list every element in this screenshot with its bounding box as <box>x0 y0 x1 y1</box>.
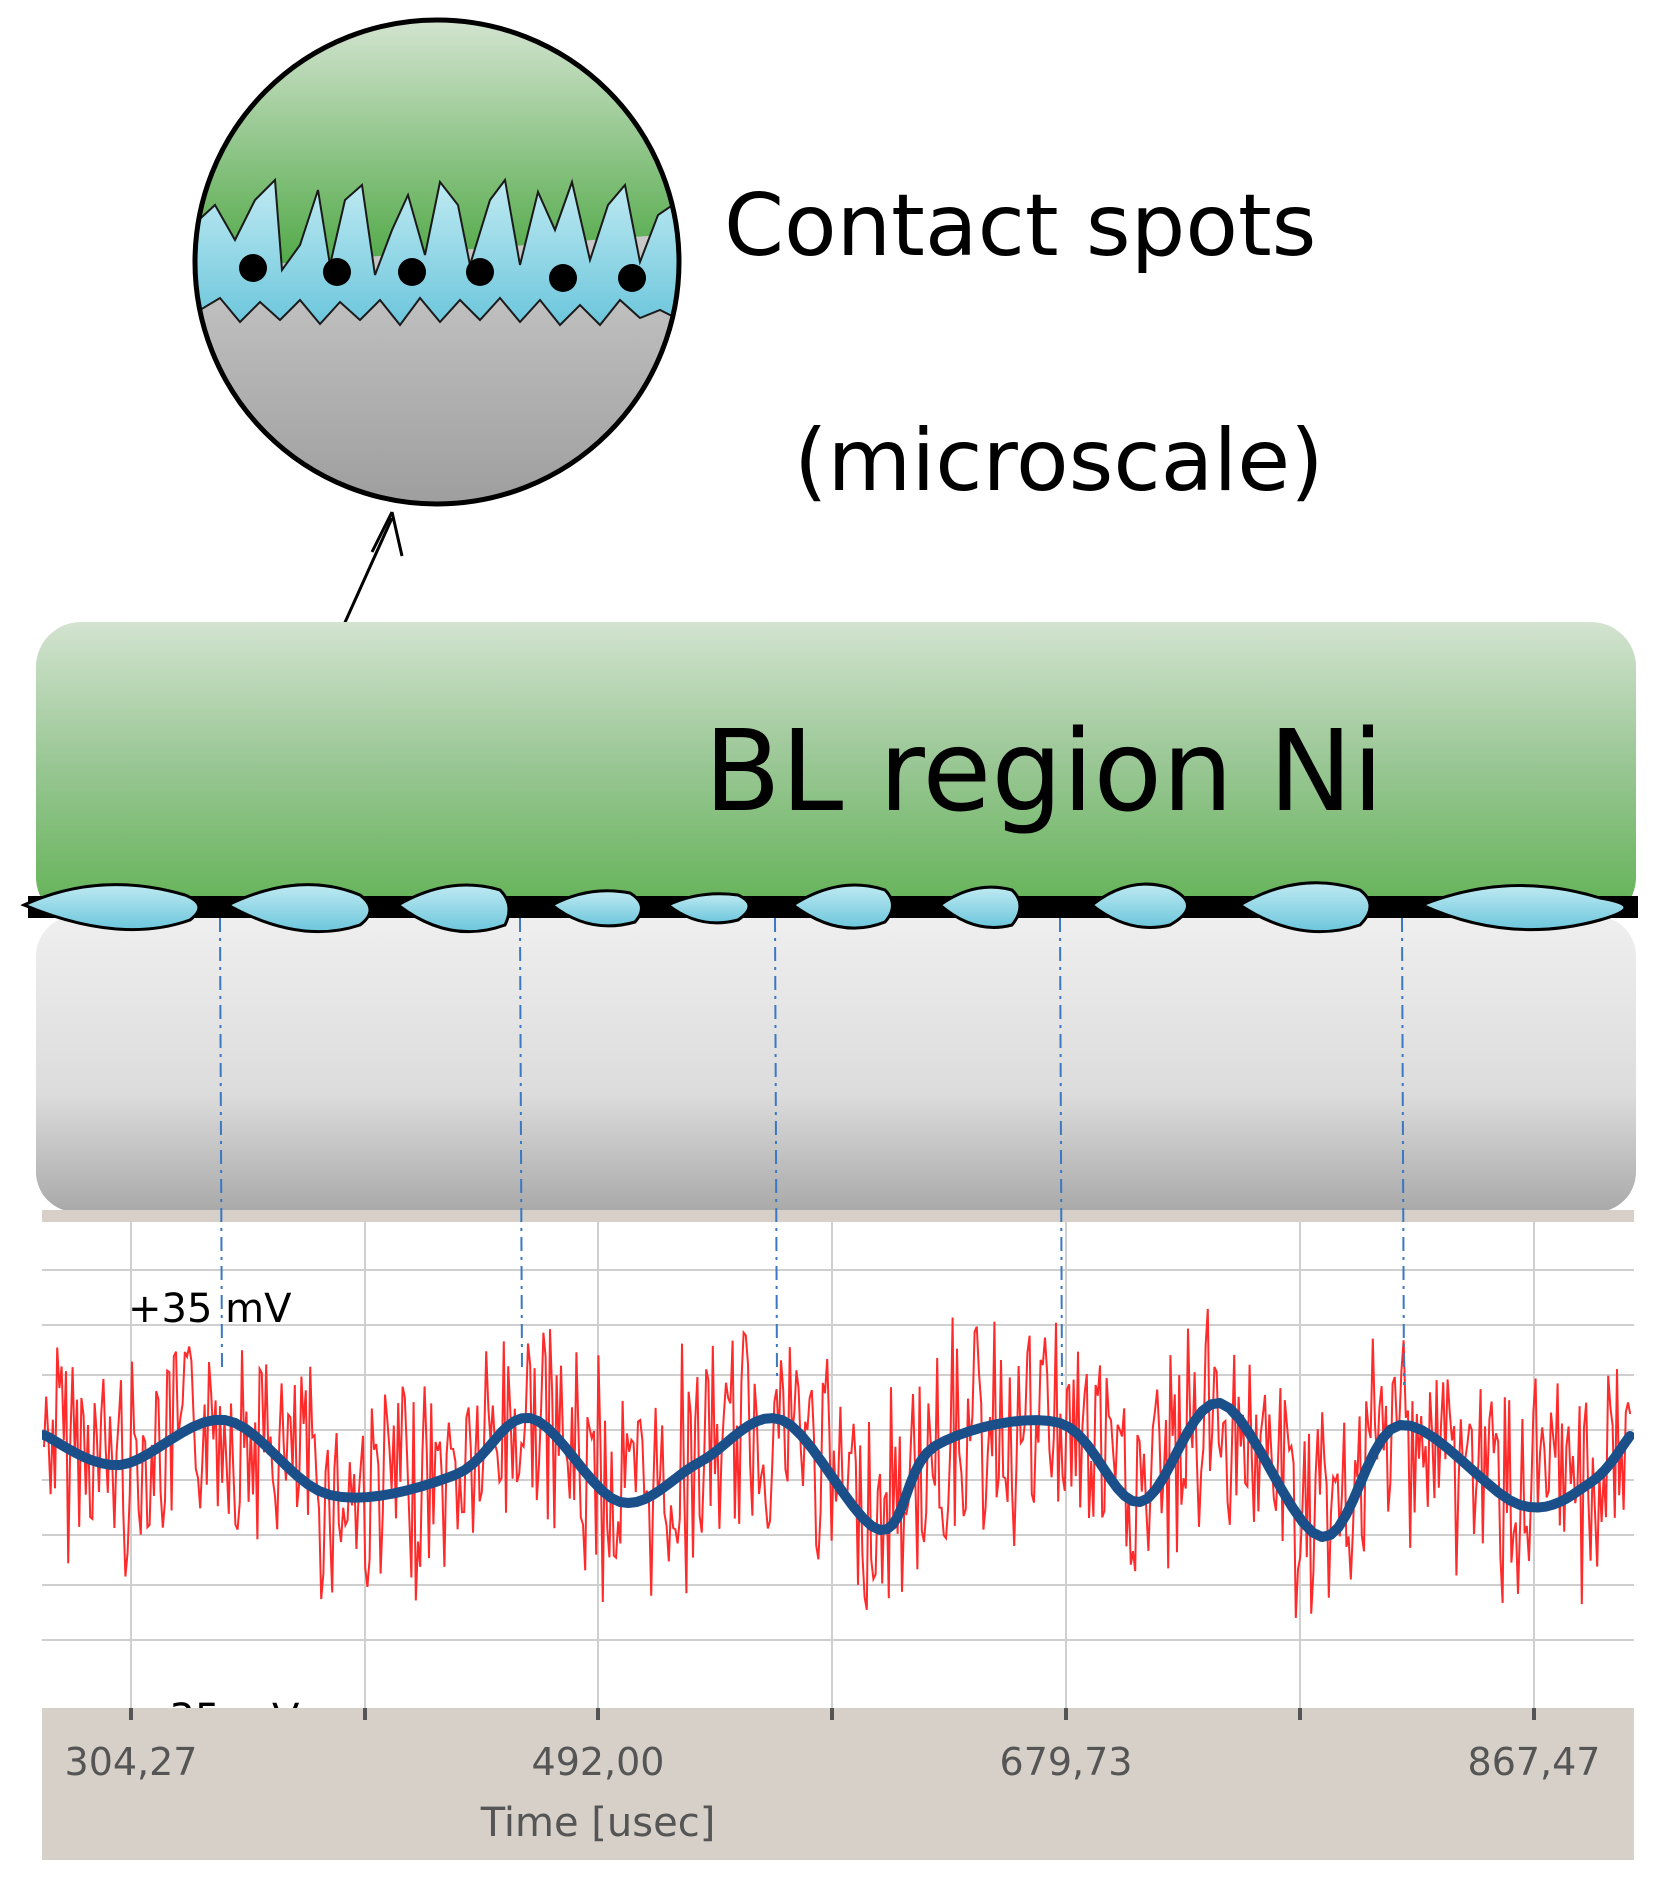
x-tick-label: 679,73 <box>1000 1740 1133 1784</box>
contact-lens <box>395 883 511 934</box>
y-top-label: +35 mV <box>128 1286 292 1332</box>
smoothed-signal-trace <box>42 1398 1634 1542</box>
microscale-label: (microscale) <box>794 411 1324 511</box>
contact-dot <box>549 264 577 292</box>
contact-lens <box>224 883 372 934</box>
contact-lens <box>549 889 643 928</box>
contact-lens <box>790 883 894 930</box>
x-axis-ticks <box>129 1708 1536 1720</box>
plot-top-band <box>42 1210 1634 1224</box>
contact-lens <box>1418 884 1627 932</box>
plot-grid <box>42 1222 1634 1708</box>
magnifier-circle <box>192 17 682 507</box>
x-tick-label: 867,47 <box>1468 1740 1601 1784</box>
magnified-view <box>192 17 682 507</box>
contact-lens <box>1237 881 1372 934</box>
contact-lens <box>665 892 751 925</box>
micro-contact-dots <box>239 254 646 292</box>
contact-dot <box>466 258 494 286</box>
bl-region-label: BL region Ni <box>704 707 1384 837</box>
contact-lens <box>937 885 1022 929</box>
signal-plot: +35 mV -35 mV 304,27 492,00 679,73 867,4… <box>42 1210 1634 1860</box>
contact-lens <box>1089 882 1189 929</box>
contact-dot <box>398 258 426 286</box>
substrate-layer <box>36 916 1636 1212</box>
x-tick-label: 492,00 <box>532 1740 665 1784</box>
guide-lines <box>219 917 1405 1386</box>
ni-layer <box>36 622 1636 922</box>
contact-interface <box>20 881 1638 934</box>
contact-dot <box>323 258 351 286</box>
x-axis-title: Time [usec] <box>480 1800 716 1846</box>
x-tick-label: 304,27 <box>65 1740 198 1784</box>
contact-dot <box>239 254 267 282</box>
contact-dot <box>618 264 646 292</box>
contact-spots-label: Contact spots <box>724 176 1316 276</box>
x-axis-band <box>42 1708 1634 1860</box>
contact-lens <box>20 883 201 932</box>
